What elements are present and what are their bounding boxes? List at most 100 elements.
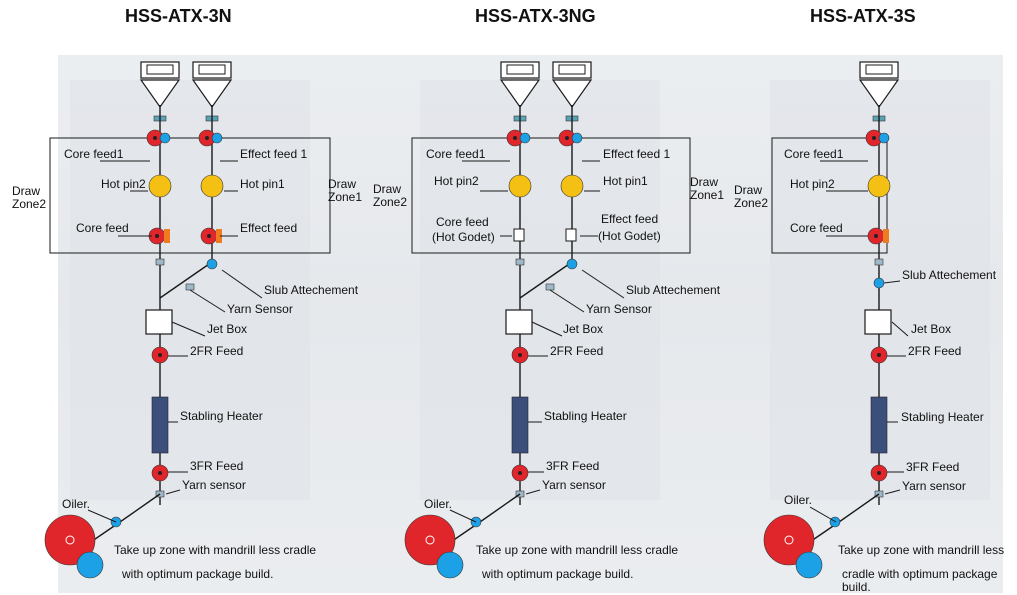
label-yarn-sensor-1: Yarn Sensor (227, 302, 293, 316)
label-stabling-heater: Stabling Heater (544, 409, 627, 423)
label-takeup-line3: build. (842, 580, 871, 594)
label-jet-box: Jet Box (911, 322, 952, 336)
label-takeup-line1: Take up zone with mandrill less cradle (476, 543, 679, 557)
stabling-heater (151, 396, 169, 454)
feed-funnel (858, 79, 900, 109)
core-feed1-guide (519, 132, 531, 144)
package-center (65, 535, 75, 545)
label-3fr-feed: 3FR Feed (906, 460, 960, 474)
bobbin-core (198, 64, 226, 75)
label-draw-zone2: Draw Zone2 (373, 182, 408, 209)
label-takeup-line2: with optimum package build. (122, 567, 274, 581)
leader-line (165, 489, 181, 495)
label-draw-zone2: Draw Zone2 (734, 183, 769, 210)
label-slub-attachment: Slub Attechement (626, 283, 721, 297)
bobbin-core (146, 64, 174, 75)
effect-feed-block (216, 229, 222, 243)
label-effect-feed: Effect feed (240, 221, 298, 235)
hot-pin1 (560, 174, 584, 198)
label-oiler: Oiler. (62, 497, 91, 511)
label-stabling-heater: Stabling Heater (901, 410, 984, 424)
core-hot-godet (513, 228, 525, 242)
stabling-heater (870, 396, 888, 454)
label-effect-feed: Effect feed (601, 212, 659, 226)
label-takeup-line1: Take up zone with mandrill less (838, 543, 1005, 557)
package-center (425, 535, 435, 545)
leader-line (525, 489, 541, 495)
takeup-drum (76, 551, 104, 579)
jet-box (505, 309, 533, 335)
core-exit-sensor (874, 258, 884, 266)
label-effect-feed1: Effect feed 1 (240, 147, 308, 161)
label-3fr-feed: 3FR Feed (546, 459, 600, 473)
effect-merge-path (159, 261, 213, 299)
core-feed-block (164, 229, 170, 243)
leader-line (531, 321, 563, 337)
yarn-to-oiler (479, 493, 521, 523)
roller-hub (155, 234, 159, 238)
draw-zone-box (771, 137, 888, 254)
core-exit-sensor (155, 258, 165, 266)
bobbin-core (865, 64, 893, 75)
hot-pin1 (200, 174, 224, 198)
bobbin-core (506, 64, 534, 75)
draw-zone-box (411, 137, 691, 254)
stabling-heater (511, 396, 529, 454)
title-hss-atx-3n: HSS-ATX-3N (125, 6, 232, 26)
takeup-drum (795, 551, 823, 579)
roller-hub (877, 353, 881, 357)
label-hot-pin2: Hot pin2 (790, 177, 835, 191)
label-jet-box: Jet Box (563, 322, 604, 336)
hot-pin2 (148, 174, 172, 198)
label-yarn-sensor-2: Yarn sensor (902, 479, 966, 493)
label-core-feed1: Core feed1 (784, 147, 844, 161)
leader-line (809, 506, 837, 523)
label-hot-pin2: Hot pin2 (101, 177, 146, 191)
takeup-package (404, 514, 456, 566)
bobbin-core (558, 64, 586, 75)
hot-pin2 (508, 174, 532, 198)
label-takeup-line1: Take up zone with mandrill less cradle (114, 543, 317, 557)
slub-node (206, 258, 218, 270)
yarn-to-oiler (838, 493, 880, 523)
roller-hub (877, 471, 881, 475)
label-slub-attachment: Slub Attechement (902, 268, 997, 282)
roller-hub (205, 136, 209, 140)
label-oiler: Oiler. (424, 497, 453, 511)
label-core-feed: Core feed (76, 221, 129, 235)
label-hot-pin1: Hot pin1 (240, 177, 285, 191)
feed-funnel (139, 79, 181, 109)
leader-line (221, 269, 263, 299)
takeup-package (44, 514, 96, 566)
label-stabling-heater: Stabling Heater (180, 409, 263, 423)
leader-line (883, 280, 901, 284)
yarn-sensor-block (185, 283, 195, 291)
label-draw-zone1: Draw Zone1 (328, 177, 363, 204)
label-takeup-line2: with optimum package build. (482, 567, 634, 581)
roller-hub (158, 471, 162, 475)
title-hss-atx-3ng: HSS-ATX-3NG (475, 6, 596, 26)
label-2fr-feed: 2FR Feed (550, 344, 604, 358)
label-effect-feed-hot-godet: (Hot Godet) (598, 229, 661, 243)
roller-hub (518, 353, 522, 357)
leader-line (171, 321, 206, 337)
label-hot-pin2: Hot pin2 (434, 174, 479, 188)
effect-hot-godet (565, 228, 577, 242)
roller-hub (153, 136, 157, 140)
jet-box (145, 309, 173, 335)
takeup-package (763, 514, 815, 566)
leader-line (87, 509, 117, 523)
package-center (784, 535, 794, 545)
effect-feed1-guide (571, 132, 583, 144)
machine-frame-shadow (420, 80, 660, 500)
roller-hub (874, 234, 878, 238)
roller-hub (518, 471, 522, 475)
slub-node (566, 258, 578, 270)
yarn-sensor-block (545, 283, 555, 291)
core-feed1-guide (878, 132, 890, 144)
label-yarn-sensor-2: Yarn sensor (182, 478, 246, 492)
effect-merge-path (519, 261, 573, 299)
feed-funnel (499, 79, 541, 109)
